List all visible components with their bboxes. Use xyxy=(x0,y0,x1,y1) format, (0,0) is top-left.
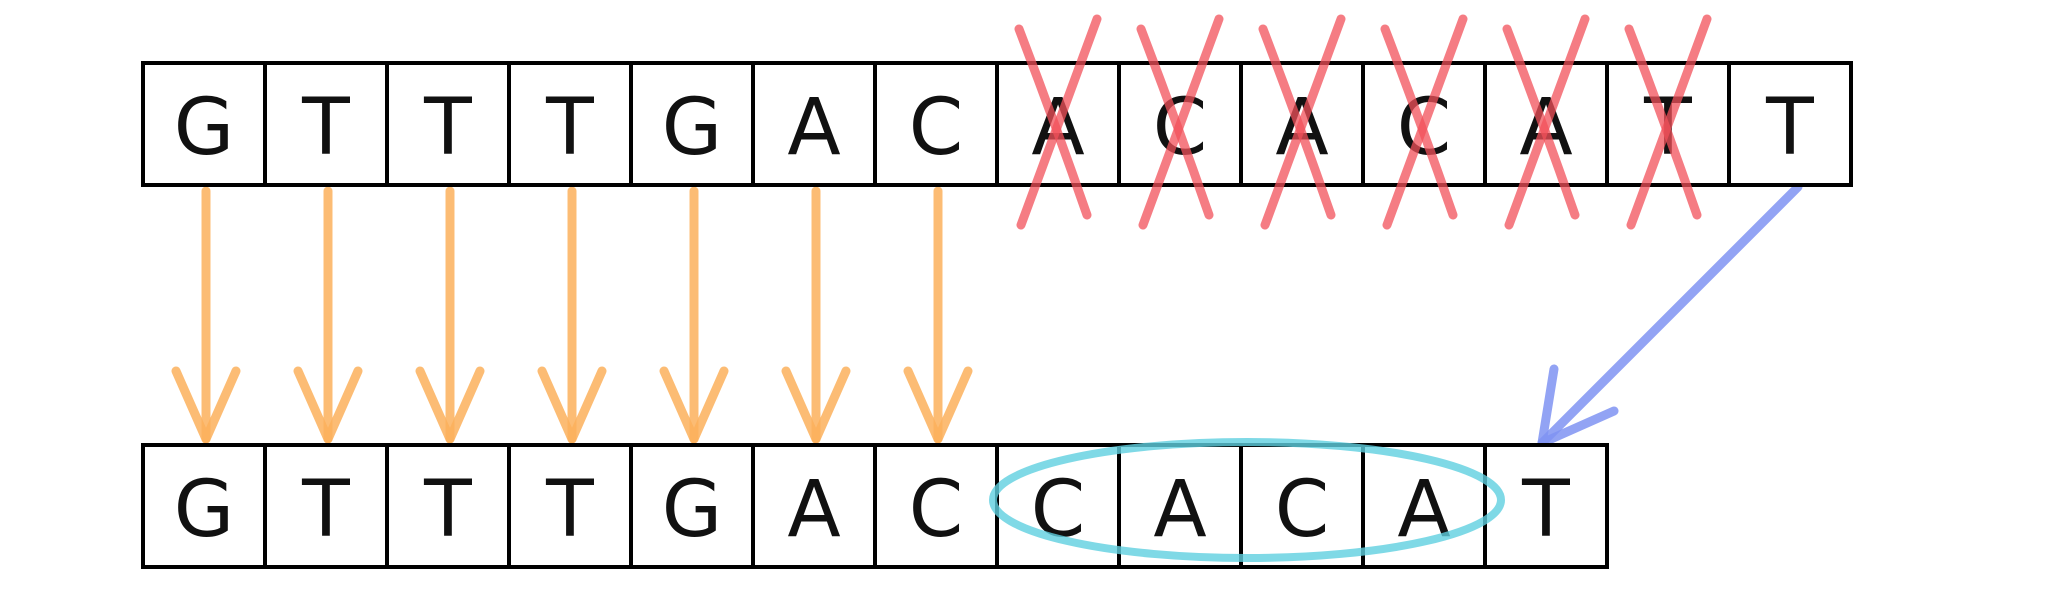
bottom-cell: C xyxy=(1239,443,1365,569)
top-cell-box xyxy=(751,61,877,187)
top-cell-box xyxy=(629,61,755,187)
cross-out-mark xyxy=(1624,14,1712,230)
bottom-cell-box xyxy=(385,443,511,569)
cross-out-mark xyxy=(1502,14,1590,230)
top-cell: T xyxy=(507,61,633,187)
bottom-cell: C xyxy=(873,443,999,569)
top-letter: T xyxy=(301,83,350,173)
copy-arrow xyxy=(903,186,973,444)
bottom-cell-box xyxy=(873,443,999,569)
top-cell-box xyxy=(385,61,511,187)
copy-arrow xyxy=(171,186,241,444)
top-letter: T xyxy=(423,83,472,173)
top-cell: T xyxy=(263,61,389,187)
bottom-cell: T xyxy=(385,443,511,569)
bottom-letter: G xyxy=(662,465,722,555)
bottom-cell: T xyxy=(1483,443,1609,569)
top-letter: C xyxy=(909,83,963,173)
top-cell-box xyxy=(1727,61,1853,187)
bottom-cell-box xyxy=(1483,443,1609,569)
bottom-letter: G xyxy=(174,465,234,555)
bottom-letter: C xyxy=(1275,465,1329,555)
bottom-cell-box xyxy=(751,443,877,569)
bottom-letter: C xyxy=(909,465,963,555)
top-cell-box xyxy=(141,61,267,187)
bottom-letter: T xyxy=(1521,465,1570,555)
top-cell: T xyxy=(1727,61,1853,187)
bottom-cell-box xyxy=(141,443,267,569)
cross-out-mark xyxy=(1258,14,1346,230)
cross-out-mark xyxy=(1380,14,1468,230)
bottom-letter: A xyxy=(1153,465,1206,555)
top-cell: C xyxy=(873,61,999,187)
top-letter: T xyxy=(545,83,594,173)
copy-arrow xyxy=(781,186,851,444)
top-cell: G xyxy=(141,61,267,187)
bottom-cell-box xyxy=(263,443,389,569)
bottom-cell-box xyxy=(1239,443,1365,569)
copy-arrow xyxy=(415,186,485,444)
copy-arrow xyxy=(537,186,607,444)
bottom-cell: T xyxy=(263,443,389,569)
bottom-cell: C xyxy=(995,443,1121,569)
top-letter: A xyxy=(787,83,840,173)
bottom-cell-box xyxy=(507,443,633,569)
bottom-letter: T xyxy=(545,465,594,555)
overlay-layer xyxy=(989,14,1712,562)
bottom-cell: A xyxy=(751,443,877,569)
bottom-cell: G xyxy=(141,443,267,569)
move-arrow xyxy=(1537,182,1803,448)
top-cell: T xyxy=(385,61,511,187)
bottom-letter: A xyxy=(787,465,840,555)
bottom-cell: G xyxy=(629,443,755,569)
top-cell-box xyxy=(507,61,633,187)
top-letter: G xyxy=(662,83,722,173)
top-cell: A xyxy=(751,61,877,187)
highlight-ellipse xyxy=(989,438,1505,562)
bottom-letter: T xyxy=(423,465,472,555)
top-letter: T xyxy=(1765,83,1814,173)
top-cell: G xyxy=(629,61,755,187)
bottom-cell: T xyxy=(507,443,633,569)
top-letter: G xyxy=(174,83,234,173)
top-cell-box xyxy=(263,61,389,187)
copy-arrow xyxy=(293,186,363,444)
cross-out-mark xyxy=(1136,14,1224,230)
arrows-layer xyxy=(171,182,1803,448)
cross-out-mark xyxy=(1014,14,1102,230)
copy-arrow xyxy=(659,186,729,444)
bottom-letter: T xyxy=(301,465,350,555)
